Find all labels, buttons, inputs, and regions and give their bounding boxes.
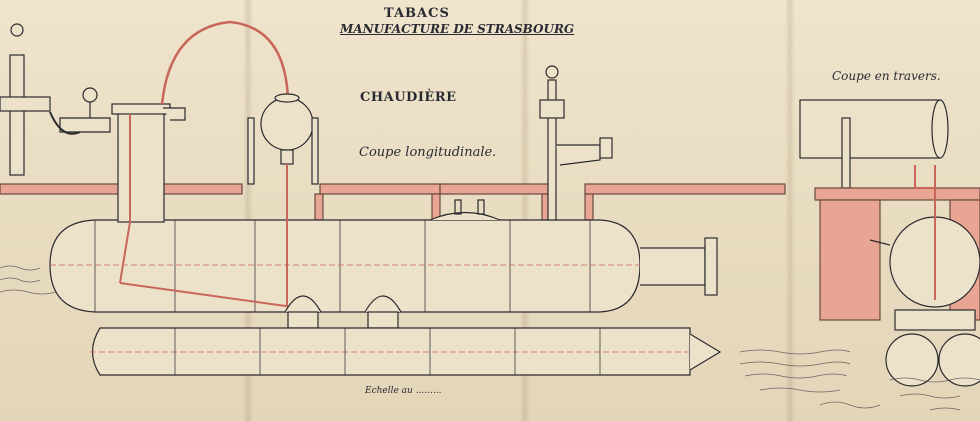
masonry-ledge — [161, 183, 243, 195]
title-tabacs: TABACS — [384, 6, 450, 21]
steam-dome — [117, 109, 165, 223]
boiler-shell — [49, 219, 641, 313]
scale-note: Echelle au ......... — [365, 386, 442, 396]
title-manufacture: MANUFACTURE DE STRASBOURG — [340, 22, 575, 36]
water-sphere — [260, 97, 314, 151]
lower-cylinder — [91, 327, 691, 376]
masonry-ledge — [584, 183, 786, 195]
cross-section-drum — [799, 99, 941, 159]
left-valve-column — [9, 54, 25, 176]
arched-steam-pipe — [160, 20, 290, 113]
cross-section-label: Coupe en travers. — [832, 69, 941, 83]
brick-wall-left — [819, 199, 881, 321]
gauge-column — [547, 79, 557, 221]
paper-fold — [520, 0, 530, 421]
paper-fold — [785, 0, 795, 421]
paper-fold — [243, 0, 253, 421]
main-label: CHAUDIÈRE — [360, 90, 457, 105]
masonry-ledge — [319, 183, 441, 195]
longitudinal-section-label: Coupe longitudinale. — [359, 145, 497, 160]
masonry-ledge — [439, 183, 551, 195]
